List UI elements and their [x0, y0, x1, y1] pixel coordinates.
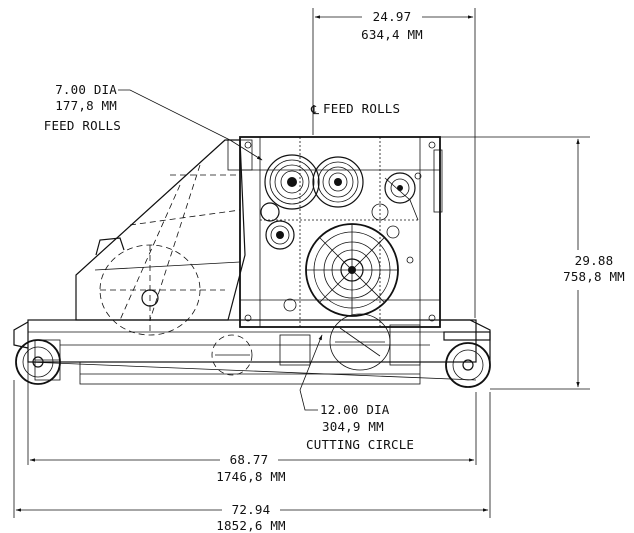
tow-hitch [13, 321, 29, 349]
feed-roll-dia-inches: 7.00 DIA [55, 82, 117, 97]
dimension-labels: 24.97 634,4 MM 7.00 DIA 177,8 MM FEED RO… [44, 9, 625, 533]
height-inches: 29.88 [575, 253, 614, 268]
rear-frame [440, 319, 491, 362]
upper-feed-roll-left [264, 154, 320, 210]
overall-length-inches: 72.94 [232, 502, 271, 517]
front-wheel [15, 339, 61, 385]
feed-rolls-centerline-symbol: ℄ [310, 102, 320, 117]
cutting-circle-mm: 304,9 MM [322, 419, 384, 434]
height-mm: 758,8 MM [563, 269, 625, 284]
upper-pulley [384, 172, 416, 204]
lower-rail [79, 361, 421, 385]
housing-outline [239, 136, 441, 328]
wheelbase-inches: 68.77 [230, 452, 269, 467]
top-width-mm: 634,4 MM [361, 27, 423, 42]
center-drive-wheel [211, 324, 421, 376]
hopper-handle [95, 237, 125, 256]
top-width-inches: 24.97 [373, 9, 412, 24]
cutting-circle-note: CUTTING CIRCLE [306, 437, 414, 452]
dimension-lines [13, 8, 590, 518]
wheelbase-mm: 1746,8 MM [216, 469, 286, 484]
feed-roll-dia-mm: 177,8 MM [55, 98, 117, 113]
infeed-hopper [75, 139, 246, 336]
chassis-frame [13, 319, 491, 385]
rear-wheel [443, 331, 491, 388]
lower-feed-roll [265, 220, 295, 250]
feed-roll-leader-arrow [229, 139, 263, 161]
feed-roll-note: FEED ROLLS [44, 118, 121, 133]
upper-feed-roll-right [312, 156, 364, 208]
feed-rolls-centerline-label: FEED ROLLS [323, 101, 400, 116]
cutting-circle-leader [299, 389, 318, 411]
cutting-drum [305, 223, 399, 317]
feed-roll-leader [118, 89, 231, 141]
overall-length-mm: 1852,6 MM [216, 518, 286, 533]
drive-pulleys [260, 172, 419, 312]
feed-rolls [264, 154, 364, 250]
cutting-circle-outline [329, 313, 391, 371]
chipper-housing [227, 136, 443, 328]
cutting-circle-inches: 12.00 DIA [320, 402, 390, 417]
